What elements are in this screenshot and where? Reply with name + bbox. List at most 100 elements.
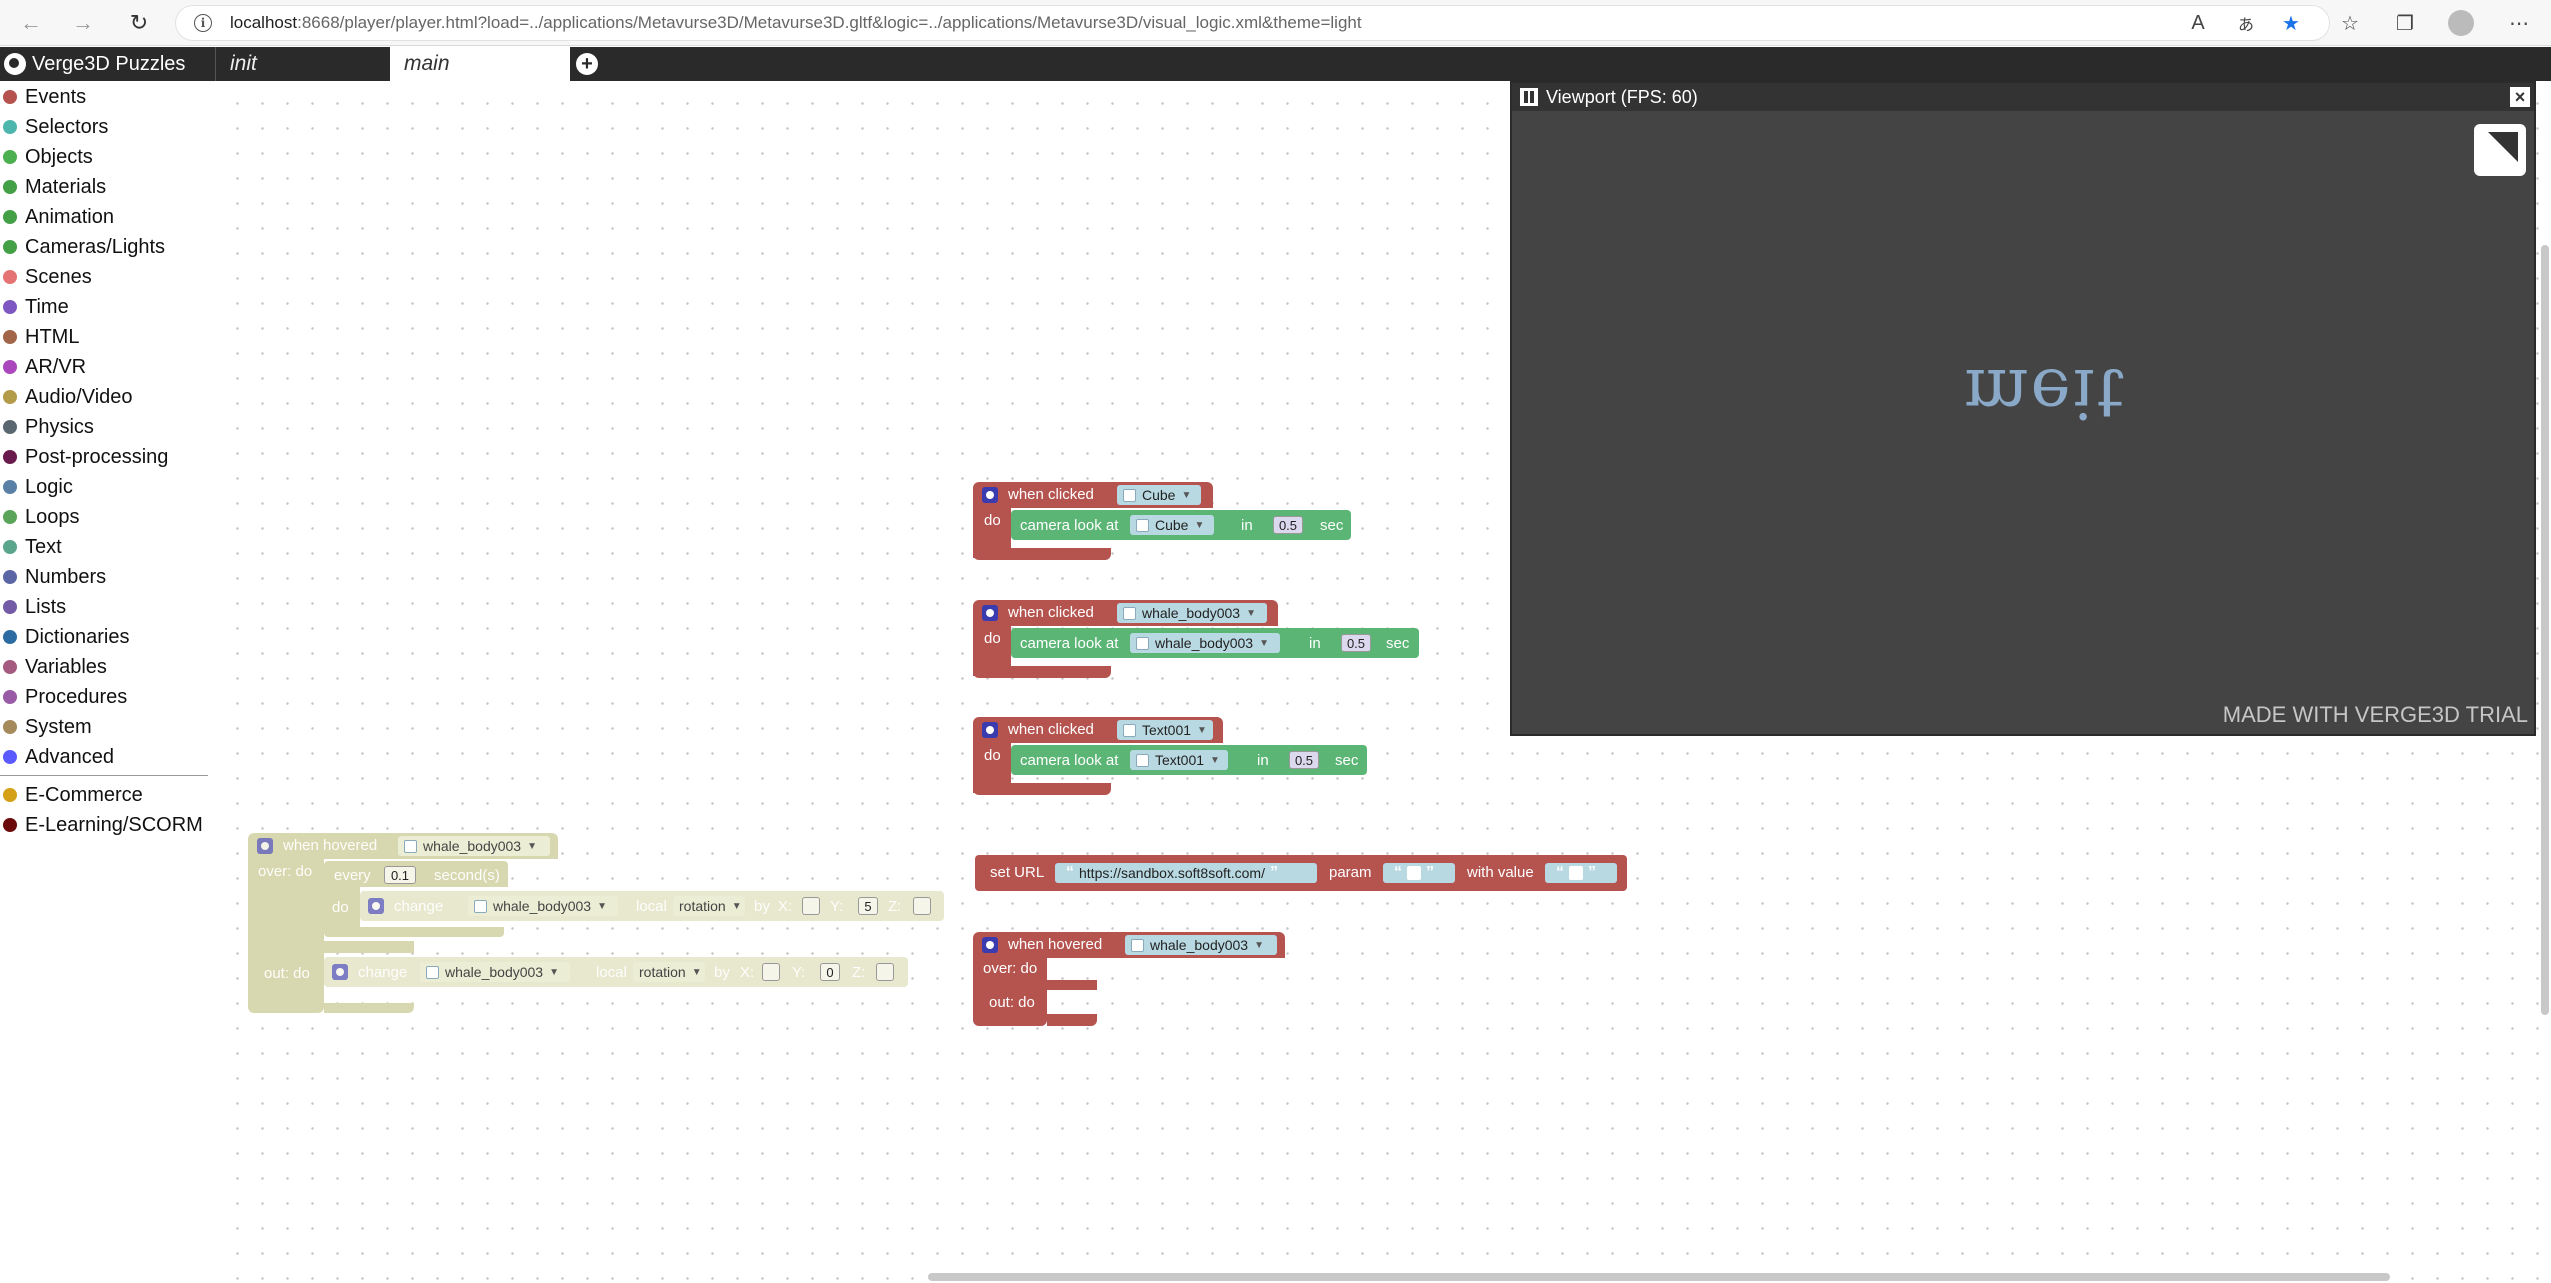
y-input[interactable]: 0 [820,963,840,981]
sidebar-item-physics[interactable]: Physics [0,413,94,441]
vertical-scrollbar[interactable] [2541,245,2549,1015]
y-value: 0 [826,964,834,980]
y-input[interactable]: 5 [858,897,878,915]
sidebar-item-audio-video[interactable]: Audio/Video [0,383,133,411]
profile-icon[interactable] [2448,10,2474,36]
sidebar-item-system[interactable]: System [0,713,92,741]
interval-input[interactable]: 0.1 [384,866,416,884]
back-icon[interactable]: ← [20,10,42,35]
app-title[interactable]: Verge3D Puzzles [0,47,215,81]
category-dot-icon [3,360,17,374]
translate-icon[interactable]: あ [2237,17,2254,34]
horizontal-scrollbar[interactable] [928,1273,2390,1281]
do-label: do [984,512,1001,529]
favorite-star-icon[interactable]: ★ [2282,12,2300,35]
sidebar-item-animation[interactable]: Animation [0,203,114,231]
gear-icon[interactable] [982,722,998,738]
every-label: every [334,867,371,884]
site-info-icon[interactable]: i [194,14,212,32]
z-input[interactable] [913,897,931,915]
sidebar-item-label: Animation [25,205,114,228]
gear-icon[interactable] [982,605,998,621]
sidebar-item-ar-vr[interactable]: AR/VR [0,353,86,381]
sidebar-item-objects[interactable]: Objects [0,143,93,171]
collections-icon[interactable]: ❐ [2396,12,2414,35]
close-icon[interactable]: × [2510,87,2530,107]
param-string-input[interactable]: “” [1383,863,1455,883]
scene-3d-text[interactable]: meit [1964,353,2126,432]
x-input[interactable] [762,963,780,981]
viewport-panel[interactable]: Viewport (FPS: 60) × meit MADE WITH VERG… [1510,81,2536,736]
sidebar-item-html[interactable]: HTML [0,323,79,351]
sidebar-item-advanced[interactable]: Advanced [0,743,114,771]
disabled-when-hovered-block[interactable]: when hovered whale_body003▼ over: do eve… [248,833,948,1013]
sidebar-item-time[interactable]: Time [0,293,69,321]
change-rotation-over-block[interactable] [360,891,944,921]
viewport-header[interactable]: Viewport (FPS: 60) × [1512,83,2534,111]
object-field-whale[interactable]: whale_body003▼ [1117,603,1267,623]
sidebar-item-text[interactable]: Text [0,533,62,561]
when-hovered-whale-block[interactable]: when hovered whale_body003▼ over: do out… [973,932,1285,1026]
sidebar-item-selectors[interactable]: Selectors [0,113,108,141]
rotation-dropdown[interactable]: rotation▼ [633,962,705,982]
gear-icon[interactable] [982,487,998,503]
favorites-icon[interactable]: ☆ [2341,12,2359,35]
duration-input[interactable]: 0.5 [1341,634,1371,652]
url-string-input[interactable]: “https://sandbox.soft8soft.com/” [1055,863,1317,883]
object-field-whale[interactable]: whale_body003▼ [1125,935,1277,955]
sidebar-item-lists[interactable]: Lists [0,593,66,621]
gear-icon[interactable] [368,898,384,914]
gear-icon[interactable] [257,838,273,854]
category-dot-icon [3,210,17,224]
read-aloud-icon[interactable]: A [2191,11,2205,34]
gear-icon[interactable] [982,937,998,953]
duration-input[interactable]: 0.5 [1289,751,1319,769]
tab-init[interactable]: init [215,47,390,81]
fullscreen-icon[interactable] [2474,124,2526,176]
reload-icon[interactable]: ↻ [129,10,149,35]
sidebar-item-materials[interactable]: Materials [0,173,106,201]
pause-icon[interactable] [1520,88,1538,106]
when-clicked-text-block[interactable]: when clicked Text001▼ do camera look at … [973,717,1373,797]
tab-main[interactable]: main [390,47,570,81]
every-loop-block[interactable] [324,861,508,887]
object-field-cube[interactable]: Cube▼ [1117,485,1201,505]
when-clicked-cube-block[interactable]: when clicked Cube▼ do camera look at Cub… [973,482,1353,562]
when-clicked-whale-block[interactable]: when clicked whale_body003▼ do camera lo… [973,600,1423,680]
more-menu-icon[interactable]: ⋯ [2509,12,2529,35]
add-tab-icon[interactable]: + [576,53,598,75]
category-dot-icon [3,750,17,764]
set-url-block[interactable]: set URL “https://sandbox.soft8soft.com/”… [975,855,1627,891]
sidebar-item-e-commerce[interactable]: E-Commerce [0,781,143,809]
sidebar-item-scenes[interactable]: Scenes [0,263,92,291]
sidebar-item-events[interactable]: Events [0,83,86,111]
object-field-text-target[interactable]: Text001▼ [1130,750,1228,770]
sidebar-item-post-processing[interactable]: Post-processing [0,443,168,471]
sidebar-item-loops[interactable]: Loops [0,503,80,531]
sidebar-item-numbers[interactable]: Numbers [0,563,106,591]
object-field-whale[interactable]: whale_body003▼ [468,896,618,916]
object-field-whale[interactable]: whale_body003▼ [398,836,550,856]
duration-input[interactable]: 0.5 [1273,516,1303,534]
rotation-dropdown[interactable]: rotation▼ [673,896,745,916]
sidebar-item-logic[interactable]: Logic [0,473,73,501]
object-field-cube-target[interactable]: Cube▼ [1130,515,1214,535]
object-field-whale-target[interactable]: whale_body003▼ [1130,633,1280,653]
sidebar-item-dictionaries[interactable]: Dictionaries [0,623,129,651]
object-field-text[interactable]: Text001▼ [1117,720,1213,740]
sidebar-item-variables[interactable]: Variables [0,653,107,681]
forward-icon[interactable]: → [72,10,94,35]
sidebar-item-cameras-lights[interactable]: Cameras/Lights [0,233,165,261]
viewport-title: Viewport (FPS: 60) [1546,86,1698,107]
value-string-input[interactable]: “” [1545,863,1617,883]
gear-icon[interactable] [332,964,348,980]
cube-icon [1123,723,1136,737]
url-value: https://sandbox.soft8soft.com/ [1079,865,1265,881]
address-bar[interactable]: i localhost:8668/player/player.html?load… [175,5,2330,41]
cube-icon [1136,753,1149,767]
sidebar-item-procedures[interactable]: Procedures [0,683,127,711]
z-input[interactable] [876,963,894,981]
sidebar-item-e-learning-scorm[interactable]: E-Learning/SCORM [0,811,203,839]
object-field-whale[interactable]: whale_body003▼ [420,962,570,982]
x-input[interactable] [802,897,820,915]
